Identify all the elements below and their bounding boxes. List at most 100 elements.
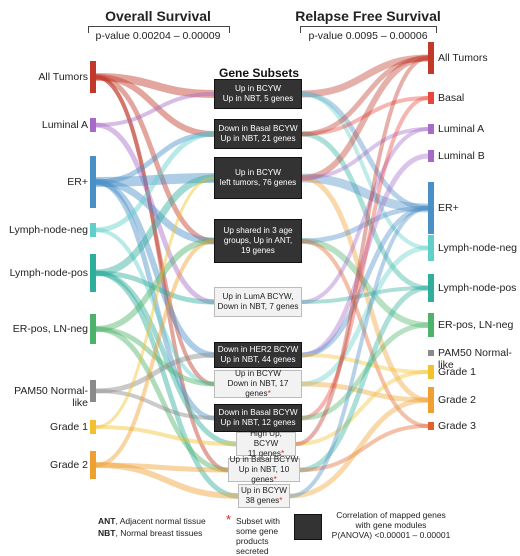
left-node-label: PAM50 Normal-like	[14, 385, 88, 409]
gene-subset-line: Up in NBT, 44 genes	[220, 355, 296, 364]
flow-link	[95, 73, 215, 98]
flow-link	[301, 205, 429, 244]
right-node-bar	[428, 422, 434, 430]
gene-subset-line: Up in NBT, 5 genes	[222, 94, 294, 103]
flow-link	[301, 286, 429, 304]
gene-subsets-title: Gene Subsets	[216, 66, 303, 80]
gene-subset-line: Down in Basal BCYW	[218, 408, 298, 417]
left-node-bar	[90, 254, 96, 292]
gene-subset-line: Up in NBT, 21 genes	[220, 134, 296, 143]
flow-link	[95, 389, 215, 420]
flow-link	[95, 173, 215, 187]
overall-survival-bracket	[88, 26, 230, 33]
flow-link	[301, 175, 429, 403]
gene-subset-line: left tumors, 76 genes	[219, 178, 297, 187]
flow-link	[95, 270, 239, 499]
gene-subset-line: Up in BCYW	[235, 84, 281, 93]
flow-link	[301, 153, 429, 358]
overall-survival-title: Overall Survival	[105, 8, 211, 24]
flow-link	[301, 322, 429, 421]
left-node-bar	[90, 156, 96, 208]
secreted-star: *	[279, 496, 283, 505]
secreted-star: *	[267, 389, 271, 398]
right-node-label: Luminal B	[438, 150, 485, 162]
left-node-bar	[90, 314, 96, 344]
flow-link	[95, 179, 215, 421]
flow-link	[95, 270, 237, 447]
right-node-bar	[428, 92, 434, 104]
flow-link	[301, 381, 429, 403]
left-node-label: Grade 1	[50, 421, 88, 433]
flow-link	[95, 179, 215, 358]
flow-link	[95, 270, 215, 305]
secreted-star: *	[273, 475, 277, 484]
gene-subset-box: Up in LumA BCYW,Down in NBT, 7 genes	[214, 287, 302, 317]
flow-link	[301, 131, 429, 291]
flow-link	[301, 127, 429, 180]
flow-link	[95, 122, 215, 305]
gene-subset-line: Down in Basal BCYW	[218, 124, 298, 133]
right-node-label: ER+	[438, 202, 459, 214]
flow-link	[299, 285, 429, 473]
rfs-bracket	[300, 26, 437, 33]
flow-link	[95, 352, 215, 394]
right-node-bar	[428, 235, 434, 261]
flow-links	[95, 54, 429, 499]
left-node-label: ER+	[67, 176, 88, 188]
flow-link	[95, 176, 215, 429]
left-node-bar	[90, 420, 96, 434]
right-node-bar	[428, 42, 434, 74]
gene-subset-line: 11 genes	[247, 449, 281, 458]
left-node-bar	[90, 223, 96, 237]
right-node-label: Luminal A	[438, 123, 485, 135]
right-node-bar	[428, 150, 434, 162]
flow-link	[95, 75, 229, 472]
left-node-label: ER-pos, LN-neg	[12, 323, 88, 335]
legend-ant: ANT, Adjacent normal tissue	[98, 516, 206, 526]
left-node-label: Grade 2	[50, 459, 88, 471]
secreted-star: *	[280, 449, 285, 458]
gene-subset-line: Up in Basal BCYW	[229, 455, 299, 464]
flow-link	[95, 131, 215, 185]
flow-link	[95, 74, 215, 137]
flow-link	[301, 173, 429, 213]
flow-link	[301, 91, 429, 211]
flow-link	[95, 178, 215, 245]
left-node-bar	[90, 380, 96, 402]
flow-link	[301, 55, 429, 181]
right-node-bar	[428, 313, 434, 337]
flow-link	[301, 205, 429, 358]
right-node-bar	[428, 182, 434, 234]
flow-link	[301, 96, 429, 136]
right-node-label: Lymph-node-neg	[438, 242, 517, 254]
flow-link	[295, 56, 429, 446]
overall-survival-pvalue: p-value 0.00204 – 0.00009	[95, 30, 221, 42]
gene-subset-line: Up in LumA BCYW,	[222, 292, 294, 301]
gene-subset-line: groups, Up in ANT,	[223, 236, 293, 245]
right-node-label: All Tumors	[438, 52, 488, 64]
legend-dark-box	[294, 514, 322, 540]
gene-subset-line: Up in NBT, 10 genes	[238, 465, 290, 484]
right-node-label: Grade 3	[438, 420, 476, 432]
gene-subset-line: High Up, BCYW	[250, 429, 282, 448]
left-node-label: Luminal A	[41, 119, 88, 131]
flow-link	[301, 353, 429, 374]
gene-subset-line-wrap: Down in NBT, 17 genes*	[215, 379, 301, 399]
gene-subset-line: Up in BCYW	[241, 486, 287, 495]
right-node-bar	[428, 124, 434, 134]
flow-link	[295, 370, 429, 446]
flow-link	[95, 131, 215, 233]
flow-link	[95, 228, 215, 386]
legend-nbt: NBT, Normal breast tissues	[98, 528, 203, 538]
flow-link	[301, 96, 429, 420]
